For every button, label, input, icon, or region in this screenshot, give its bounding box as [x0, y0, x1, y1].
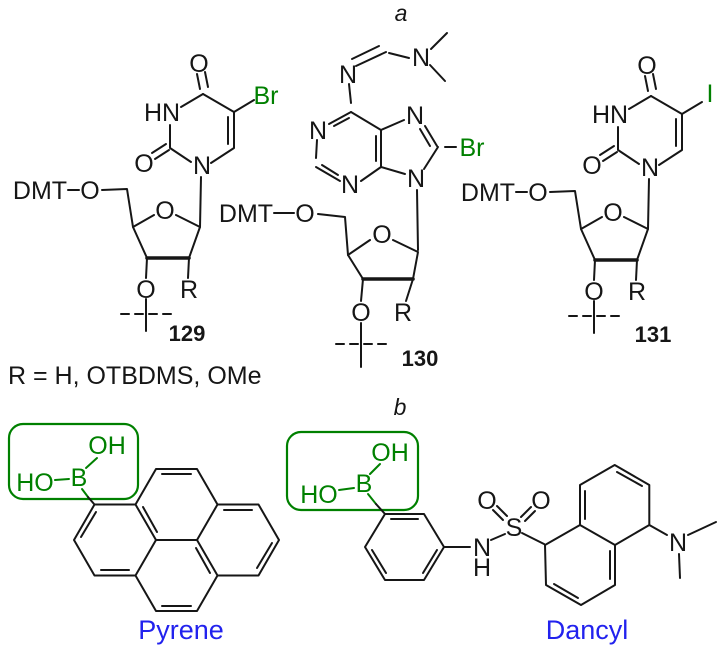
structure-129-bonds [67, 71, 255, 332]
atom-o-sulfonyl-right: O [531, 487, 550, 515]
atom-o-furanose: O [372, 221, 391, 249]
r-group-note: R = H, OTBDMS, OMe [8, 362, 262, 390]
atom-o-furanose: O [155, 197, 174, 225]
atom-dimethylamino-n: N [669, 529, 687, 557]
dancyl-boronic-bonds [338, 463, 381, 505]
panel-a-label: a [395, 0, 408, 26]
atom-oh: OH [371, 439, 409, 467]
compound-number-129: 129 [169, 321, 206, 346]
boronic-acid-highlight-box [7, 422, 140, 501]
atom-amidine-n-right: N [412, 44, 430, 72]
atom-halogen-br: Br [460, 134, 485, 162]
atom-sulfur: S [506, 514, 523, 542]
atom-o-carbonyl-left: O [134, 150, 153, 178]
atom-o-3prime: O [351, 299, 370, 327]
atom-o-sulfonyl-left: O [477, 487, 496, 515]
boronic-acid-highlight-box [285, 430, 420, 512]
atom-o-3prime: O [584, 278, 603, 306]
atom-amidine-n-left: N [339, 61, 357, 89]
compound-number-131: 131 [635, 322, 672, 347]
pyrene-probe: OH B HO Pyrene [7, 422, 280, 645]
atom-r-group: R [628, 278, 646, 306]
dmt-group: DMT [13, 177, 67, 205]
atom-r-group: R [394, 299, 412, 327]
atom-o-5prime: O [295, 200, 314, 228]
atom-sulfonamide-h: H [473, 554, 491, 582]
dancyl-ring-bonds [364, 464, 717, 606]
pyrene-ring-bonds [73, 468, 280, 612]
structure-131-bonds [515, 73, 703, 334]
atom-n1: N [193, 152, 211, 180]
panel-b-label: b [394, 394, 407, 420]
compound-name-dancyl: Dancyl [546, 615, 629, 645]
atom-boron: B [71, 464, 88, 492]
atom-o-furanose: O [603, 199, 622, 227]
atom-purine-n9: N [407, 165, 425, 193]
structure-129: O Br HN O N DMT O O O R 129 [13, 50, 279, 346]
compound-number-130: 130 [402, 346, 439, 371]
atom-hn: HN [144, 99, 180, 127]
atom-hn: HN [592, 101, 628, 129]
atom-purine-n1: N [309, 117, 327, 145]
atom-purine-n7: N [406, 102, 424, 130]
atom-halogen-i: I [707, 80, 714, 108]
dmt-group: DMT [461, 179, 515, 207]
dancyl-probe: OH B HO N H S O O N Dancyl [285, 430, 717, 645]
structure-131: O I HN O N DMT O O O R 131 [461, 52, 714, 347]
atom-oh: OH [88, 432, 126, 460]
structure-130: N N N N N N Br DMT O O O R 130 [219, 32, 485, 371]
structure-130-bonds [273, 32, 457, 368]
atom-o-carbonyl-top: O [637, 52, 656, 80]
atom-halogen-br: Br [254, 82, 279, 110]
atom-purine-n3: N [341, 171, 359, 199]
dmt-group: DMT [219, 200, 273, 228]
atom-o-carbonyl-top: O [189, 50, 208, 78]
compound-name-pyrene: Pyrene [138, 615, 224, 645]
atom-o-5prime: O [80, 177, 99, 205]
atom-boron: B [356, 470, 373, 498]
atom-ho: HO [16, 469, 54, 497]
atom-sulfonamide-n: N [473, 534, 491, 562]
atom-o-5prime: O [528, 179, 547, 207]
atom-o-carbonyl-left: O [582, 152, 601, 180]
atom-o-3prime: O [136, 276, 155, 304]
atom-ho: HO [300, 481, 338, 509]
atom-r-group: R [180, 276, 198, 304]
pyrene-boronic-bonds [54, 457, 98, 498]
atom-n1: N [641, 154, 659, 182]
